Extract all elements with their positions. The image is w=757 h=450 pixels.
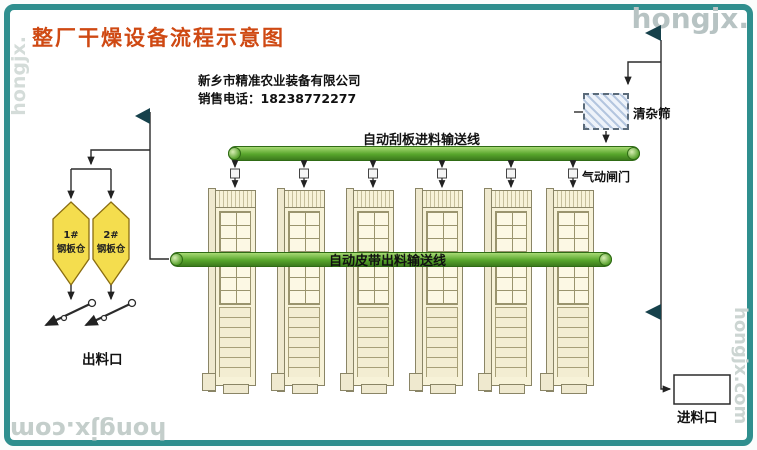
tower-cap: [353, 191, 393, 208]
belt-discharge-conveyor: [170, 252, 612, 267]
tower-elevator-rail: [546, 188, 554, 392]
tower-foot: [409, 373, 423, 391]
tower-base: [430, 384, 456, 394]
tower-elevator-rail: [415, 188, 423, 392]
tower-cap: [553, 191, 593, 208]
company-phone: 销售电话：18238772277: [198, 90, 357, 106]
feed-inlet-label: 进料口: [677, 410, 718, 426]
tower-base: [292, 384, 318, 394]
tower-elevator-rail: [346, 188, 354, 392]
scraper-feed-conveyor: [228, 146, 640, 161]
tower-elevator-rail: [484, 188, 492, 392]
tower-lower-section: [495, 307, 527, 377]
tower-foot: [202, 373, 216, 391]
company-name: 新乡市精准农业装备有限公司: [198, 73, 361, 88]
tower-foot: [478, 373, 492, 391]
dryer-tower-1: [202, 188, 256, 394]
dryer-tower-6: [540, 188, 594, 394]
tower-lower-section: [288, 307, 320, 377]
diagram-title: 整厂干燥设备流程示意图: [32, 26, 285, 50]
pneumatic-gate-label: 气动闸门: [582, 170, 631, 184]
tower-elevator-rail: [277, 188, 285, 392]
tower-elevator-rail: [208, 188, 216, 392]
tower-lower-section: [426, 307, 458, 377]
tower-cap: [422, 191, 462, 208]
cleaning-sieve-label: 清杂筛: [633, 106, 671, 121]
belt-discharge-conveyor-label: 自动皮带出料输送线: [329, 254, 447, 269]
tower-base: [499, 384, 525, 394]
cleaning-sieve: [583, 93, 629, 130]
tower-lower-section: [557, 307, 589, 377]
tower-base: [561, 384, 587, 394]
tower-lower-section: [357, 307, 389, 377]
tower-cap: [491, 191, 531, 208]
company-info: 新乡市精准农业装备有限公司 销售电话：18238772277: [198, 72, 361, 107]
discharge-outlet-label: 出料口: [82, 352, 123, 368]
tower-cap: [215, 191, 255, 208]
dryer-tower-5: [478, 188, 532, 394]
dryer-tower-4: [409, 188, 463, 394]
tower-lower-section: [219, 307, 251, 377]
scraper-feed-conveyor-label: 自动刮板进料输送线: [363, 133, 481, 148]
tower-cap: [284, 191, 324, 208]
tower-base: [223, 384, 249, 394]
tower-foot: [540, 373, 554, 391]
dryer-tower-2: [271, 188, 325, 394]
tower-foot: [340, 373, 354, 391]
tower-foot: [271, 373, 285, 391]
dryer-tower-3: [340, 188, 394, 394]
tower-base: [361, 384, 387, 394]
